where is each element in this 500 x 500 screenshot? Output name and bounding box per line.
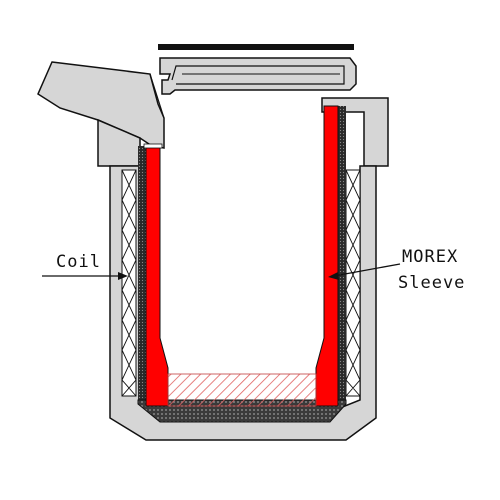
coil-label: Coil xyxy=(56,252,101,272)
morex-label-line1: MOREX xyxy=(402,247,458,267)
lid xyxy=(158,44,357,95)
crucible-wall-right xyxy=(338,106,346,402)
induction-coil-left xyxy=(121,169,137,397)
morex-sleeve xyxy=(143,105,339,407)
coil-arrow xyxy=(42,272,128,280)
coil-left-windings xyxy=(121,169,137,397)
coil-left-frame xyxy=(121,169,137,397)
sleeve-left-cap xyxy=(143,143,163,149)
morex-arrow xyxy=(328,263,401,280)
sleeve-left xyxy=(145,145,169,407)
melt-charge-hatched xyxy=(167,373,317,407)
lid-body xyxy=(159,57,357,95)
sleeve-right xyxy=(315,105,339,407)
morex-label-line2: Sleeve xyxy=(398,273,465,293)
induction-coil-right xyxy=(345,169,361,397)
lid-inner-groove xyxy=(171,65,345,85)
pouring-spout xyxy=(37,61,165,167)
spout-ridge xyxy=(149,73,165,119)
lid-top-bar xyxy=(158,44,354,50)
crucible-wall-left xyxy=(138,146,146,402)
